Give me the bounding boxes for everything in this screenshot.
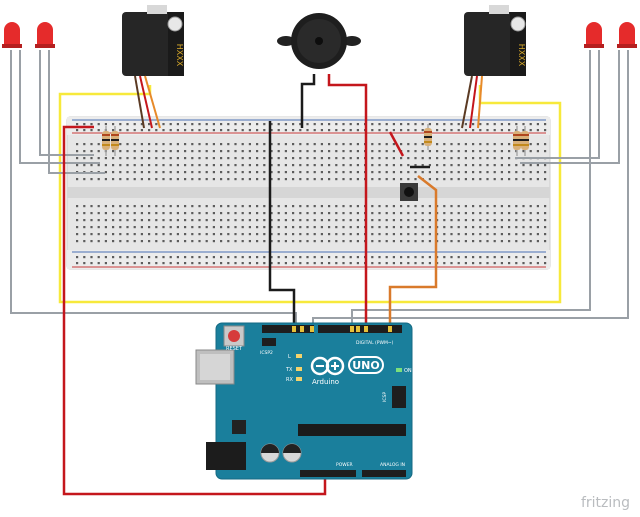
wire-orange	[388, 175, 438, 328]
led-3	[584, 22, 604, 48]
header-digital-label: DIGITAL (PWM~)	[356, 340, 394, 346]
resistor-group	[102, 124, 529, 156]
wire-yellow-loop	[58, 85, 562, 304]
resistor-1	[102, 126, 110, 156]
servo-left-label: HXXX	[175, 44, 184, 67]
resistor-3	[424, 124, 432, 150]
icsp2-header	[262, 338, 276, 346]
led-l-label: L	[288, 354, 291, 360]
push-button	[400, 183, 418, 201]
servo-right: HXXX	[461, 5, 526, 129]
fritzing-watermark: fritzing	[580, 495, 630, 511]
icsp2-label: ICSP2	[260, 350, 273, 356]
wire-red-group	[62, 74, 405, 496]
reset-label: RESET	[226, 346, 243, 352]
wire-grey-group	[10, 50, 629, 328]
header-power-label: POWER	[336, 462, 353, 468]
header-pin-terminals	[292, 326, 392, 332]
servo-left: HXXX	[122, 5, 184, 129]
header-power	[300, 470, 356, 477]
arduino-brand: Arduino	[312, 378, 339, 386]
led-4	[617, 22, 637, 48]
led-tx-label: TX	[285, 367, 293, 373]
led-rx-label: RX	[286, 377, 293, 383]
led-1	[2, 22, 22, 48]
breadboard	[66, 116, 551, 270]
header-analog	[362, 470, 406, 477]
resistor-2	[111, 126, 119, 156]
header-analog-label: ANALOG IN	[380, 462, 405, 468]
led-2	[35, 22, 55, 48]
resistor-4	[513, 126, 521, 156]
header-digital-high	[262, 325, 314, 333]
icsp-label: ICSP	[382, 392, 388, 402]
arduino-model: UNO	[352, 359, 380, 372]
wire-black-group	[268, 74, 430, 328]
icsp-header	[392, 386, 406, 408]
arduino-uno-board: RESET UNO Arduino DIGITAL (PWM~) ANALOG …	[195, 322, 413, 480]
arduino-logo	[310, 356, 345, 376]
piezo-buzzer	[277, 13, 361, 69]
led-on-label: ON	[404, 368, 412, 374]
led-group	[2, 22, 637, 48]
servo-right-label: HXXX	[517, 44, 526, 67]
resistor-5	[521, 126, 529, 156]
